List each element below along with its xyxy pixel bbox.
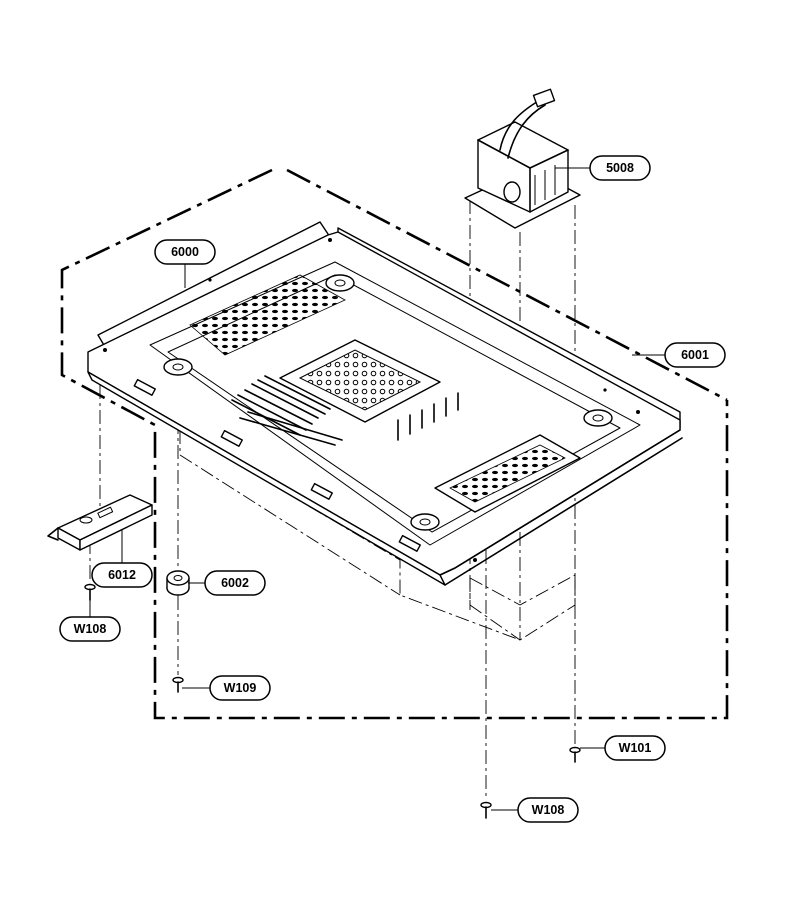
callout-5008: 5008 xyxy=(589,155,651,181)
base-plate xyxy=(87,221,683,586)
callout-5008-text: 5008 xyxy=(606,161,634,175)
callout-6012: 6012 xyxy=(91,562,153,588)
vent-slots-right xyxy=(397,392,459,441)
callout-6001-text: 6001 xyxy=(681,348,709,362)
roller xyxy=(166,570,190,596)
screw-w101 xyxy=(569,746,581,763)
bracket xyxy=(47,494,153,551)
screw-w108-bottom xyxy=(480,801,492,819)
vent-slots-left xyxy=(231,375,343,446)
callout-w108-left-text: W108 xyxy=(74,622,107,636)
callout-w108-bottom-text: W108 xyxy=(532,803,565,817)
screws xyxy=(84,583,581,819)
callout-w101-text: W101 xyxy=(619,741,652,755)
callout-6000: 6000 xyxy=(154,239,216,265)
screw-w109 xyxy=(172,676,184,693)
callout-w101: W101 xyxy=(604,735,666,761)
screw-w108-left xyxy=(84,583,96,601)
leader-lines xyxy=(89,167,665,811)
callout-w108-left: W108 xyxy=(59,616,121,642)
transformer xyxy=(464,88,581,229)
callout-6001: 6001 xyxy=(664,342,726,368)
callout-6012-text: 6012 xyxy=(108,568,136,582)
callout-6002: 6002 xyxy=(204,570,266,596)
callout-w108-bottom: W108 xyxy=(517,797,579,823)
callout-6002-text: 6002 xyxy=(221,576,249,590)
callout-w109-text: W109 xyxy=(224,681,257,695)
callout-6000-text: 6000 xyxy=(171,245,199,259)
callout-w109: W109 xyxy=(209,675,271,701)
assembly-boundary xyxy=(60,168,729,720)
